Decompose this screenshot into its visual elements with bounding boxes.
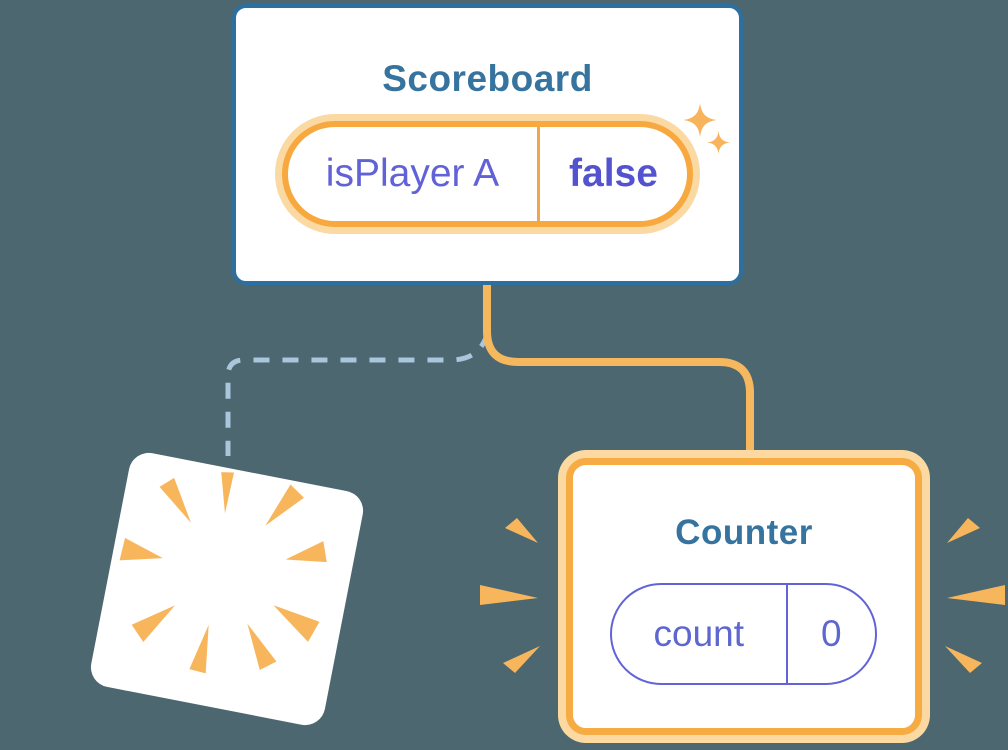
scoreboard-title: Scoreboard [382, 58, 593, 99]
connector-orange-line [483, 283, 754, 462]
counter-state-name: count [612, 585, 788, 683]
scoreboard-card: Scoreboard isPlayer A false [232, 4, 743, 285]
burst-icon [945, 518, 1005, 673]
counter-state-value: 0 [821, 613, 842, 654]
sparkle-icon [707, 131, 730, 154]
connector-dashed-line [225, 331, 491, 456]
counter-card: Counter count 0 [566, 458, 922, 735]
counter-state-pill: count 0 [610, 583, 877, 685]
scoreboard-state-name: isPlayer A [288, 127, 540, 221]
starburst-icon [119, 472, 327, 674]
counter-title: Counter [675, 513, 813, 552]
sparkle-icon [683, 103, 717, 137]
scoreboard-state-pill: isPlayer A false [282, 121, 693, 227]
burst-icon [480, 518, 540, 673]
scoreboard-state-value: false [569, 152, 658, 195]
destroyed-component-square [87, 449, 367, 729]
